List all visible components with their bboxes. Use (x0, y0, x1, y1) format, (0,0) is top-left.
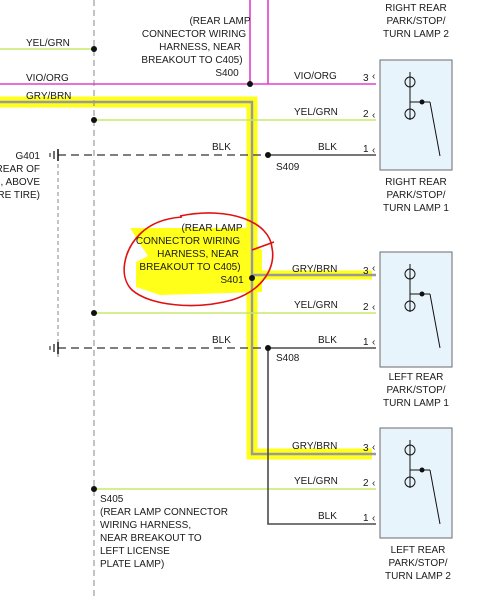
splice-s401-dot (249, 275, 255, 281)
top-callout-line-2: CONNECTOR WIRING (142, 29, 246, 40)
top-callout-line-4: BREAKOUT TO C405) (141, 55, 242, 66)
lamp-title-right-2-line-3: TURN LAMP 2 (383, 29, 449, 40)
lamp-title-right-1-line-1: RIGHT REAR (385, 177, 447, 188)
svg-text:‹: ‹ (372, 110, 375, 121)
splice-s401-label: S401 (220, 275, 244, 286)
junction-dot (91, 486, 97, 492)
svg-text:‹: ‹ (372, 337, 375, 348)
highlight-circled-callout (130, 228, 262, 295)
splice-s405-label: S405 (100, 494, 124, 505)
ground-location-3: RE TIRE) (0, 190, 40, 201)
lamp-title-left-1-line-3: TURN LAMP 1 (383, 398, 449, 409)
s405-callout-line-1: (REAR LAMP CONNECTOR (100, 507, 228, 518)
s405-callout-line-5: PLATE LAMP) (100, 559, 164, 570)
lamp-title-left-2-line-2: PARK/STOP/ (388, 558, 447, 569)
circled-callout-line-4: BREAKOUT TO C405) (139, 262, 240, 273)
lamp-left-rear-2: ‹ ‹ ‹ (372, 427, 453, 539)
top-callout-line-3: HARNESS, NEAR (159, 42, 241, 53)
lamp-title-left-2-line-1: LEFT REAR (391, 545, 446, 556)
lamp-title-left-1-line-2: PARK/STOP/ (386, 385, 445, 396)
junction-dot (91, 46, 97, 52)
circled-callout-line-2: CONNECTOR WIRING (136, 236, 240, 247)
s405-callout-line-3: NEAR BREAKOUT TO (100, 533, 202, 544)
svg-text:‹: ‹ (372, 302, 375, 313)
ground-location-2: , ABOVE (1, 177, 41, 188)
wire-label-yel-grn: YEL/GRN (294, 300, 338, 311)
pin-3: 3 (363, 73, 369, 84)
pin-1: 1 (363, 144, 369, 155)
svg-text:‹: ‹ (372, 513, 375, 524)
splice-s400-dot (247, 81, 253, 87)
s405-callout-line-2: WIRING HARNESS, (100, 520, 191, 531)
svg-text:‹: ‹ (372, 442, 375, 453)
lamp-right-rear-2: ‹ ‹ ‹ (372, 59, 453, 171)
pin-2: 2 (363, 109, 369, 120)
splice-s409-label: S409 (276, 162, 300, 173)
pin-3: 3 (363, 443, 369, 454)
wire-label-vio-org: VIO/ORG (294, 71, 337, 82)
lamp-left-rear-1: ‹ ‹ ‹ (372, 251, 453, 368)
pin-2: 2 (363, 478, 369, 489)
ground-symbol-upper (49, 149, 59, 161)
lamp-title-left-1-line-1: LEFT REAR (389, 372, 444, 383)
ground-id: G401 (16, 151, 41, 162)
s405-callout-line-4: LEFT LICENSE (100, 546, 170, 557)
svg-text:‹: ‹ (372, 145, 375, 156)
lamp-title-right-1-line-2: PARK/STOP/ (386, 190, 445, 201)
wire-label-blk-mid-left: BLK (212, 335, 231, 346)
svg-text:‹: ‹ (372, 478, 375, 489)
circled-callout-line-1: (REAR LAMP (181, 223, 242, 234)
circled-callout-line-3: HARNESS, NEAR (157, 249, 239, 260)
pin-1: 1 (363, 337, 369, 348)
splice-s409-dot (265, 152, 271, 158)
lamp-title-right-1-line-3: TURN LAMP 1 (383, 203, 449, 214)
red-circle-tail (251, 241, 275, 251)
wire-label-gry-brn: GRY/BRN (292, 264, 337, 275)
wire-label-yel-grn: YEL/GRN (294, 107, 338, 118)
junction-dot (91, 117, 97, 123)
splice-s408-label: S408 (276, 353, 300, 364)
splice-s400-label: S400 (215, 68, 239, 79)
pin-1: 1 (363, 513, 369, 524)
splice-s408-dot (265, 345, 271, 351)
pin-2: 2 (363, 302, 369, 313)
wire-label-yel-grn: YEL/GRN (294, 476, 338, 487)
wire-label-vio-org-left: VIO/ORG (26, 73, 69, 84)
svg-text:‹: ‹ (372, 71, 375, 82)
ground-location-1: REAR OF (0, 164, 40, 175)
lamp-title-left-2-line-3: TURN LAMP 2 (385, 571, 451, 582)
ground-symbol-lower (49, 342, 59, 354)
red-circle-annotation (123, 212, 274, 307)
top-callout-line-1: (REAR LAMP (189, 16, 250, 27)
junction-dot (91, 310, 97, 316)
lamp-title-right-2-line-1: RIGHT REAR (385, 3, 447, 14)
wire-label-gry-brn-left: GRY/BRN (26, 91, 71, 102)
wire-label-blk-upper-left: BLK (212, 142, 231, 153)
wire-label-yel-grn-left: YEL/GRN (26, 38, 70, 49)
wire-label-blk: BLK (318, 335, 337, 346)
wire-label-gry-brn: GRY/BRN (292, 441, 337, 452)
svg-text:‹: ‹ (372, 263, 375, 274)
lamp-title-right-2-line-2: PARK/STOP/ (386, 16, 445, 27)
wire-label-blk: BLK (318, 142, 337, 153)
pin-3: 3 (363, 266, 369, 277)
wire-blk-left-lamp-2 (267, 348, 376, 525)
wire-label-blk: BLK (318, 511, 337, 522)
